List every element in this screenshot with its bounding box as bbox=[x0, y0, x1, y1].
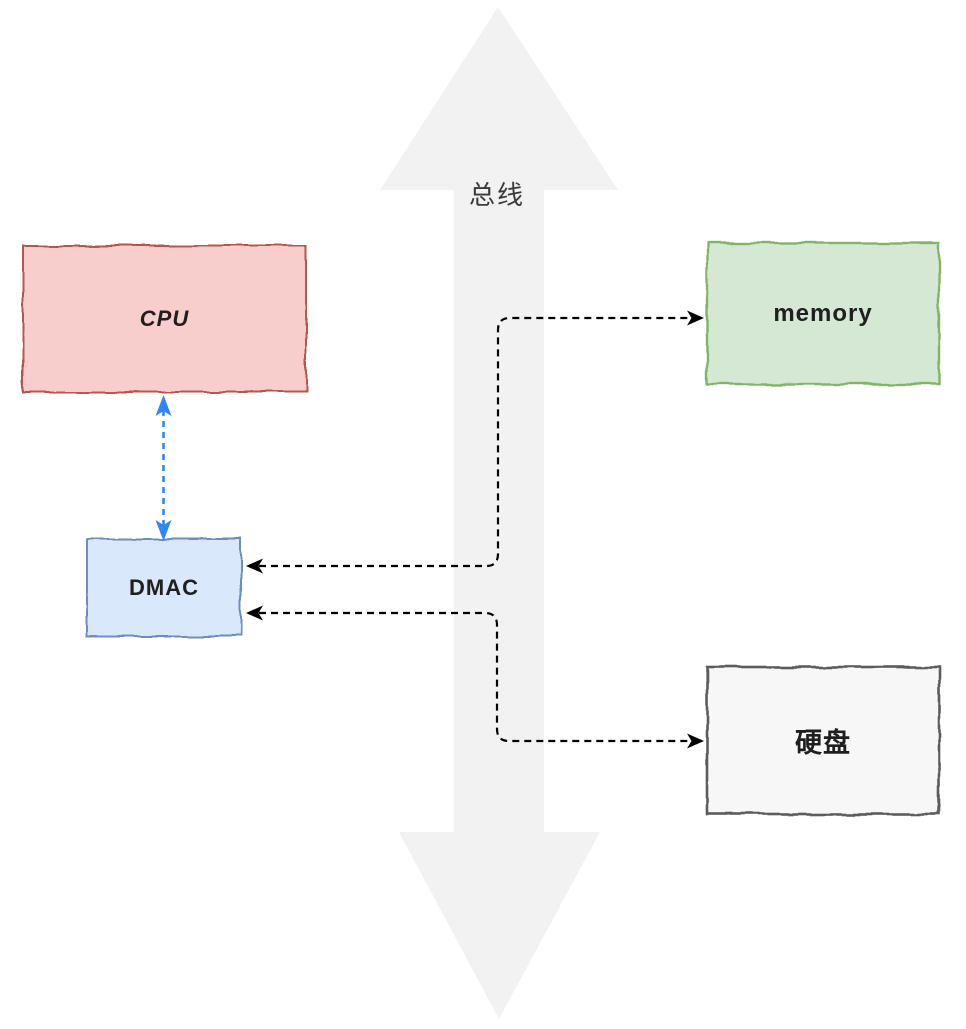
dmac-memory-arrowhead-left bbox=[246, 558, 263, 574]
dmac-disk-arrowhead-right bbox=[687, 733, 704, 749]
dmac-disk-connector bbox=[246, 605, 704, 749]
cpu-dmac-arrow bbox=[155, 395, 172, 541]
disk-node-shape bbox=[705, 665, 941, 816]
bus-arrow-shape bbox=[380, 7, 618, 1019]
memory-node-shape bbox=[705, 241, 941, 386]
dmac-memory-connector bbox=[246, 310, 704, 574]
dmac-disk-arrowhead-left bbox=[246, 605, 263, 621]
dmac-node-shape bbox=[86, 538, 242, 637]
cpu-dmac-arrowhead-up bbox=[155, 395, 172, 416]
bus-label: 总线 bbox=[468, 179, 525, 210]
cpu-dmac-arrowhead-down bbox=[155, 520, 172, 541]
dmac-memory-arrowhead-right bbox=[687, 310, 704, 326]
cpu-node-shape bbox=[22, 245, 307, 393]
